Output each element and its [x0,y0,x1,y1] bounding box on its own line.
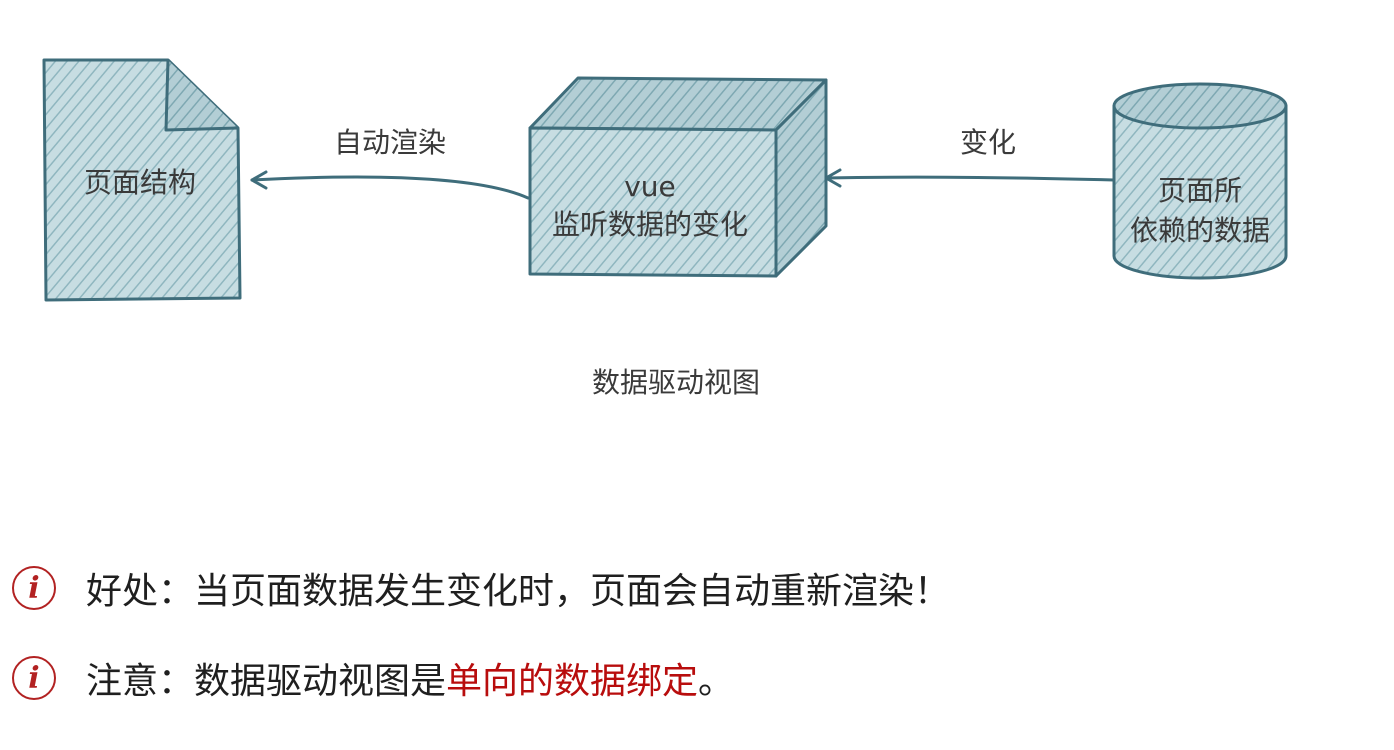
cylinder-body [1112,104,1288,280]
info-icon: i [12,656,56,700]
page-data-label-line2: 依赖的数据 [1130,214,1270,247]
page-data-label-line1: 页面所 [1158,174,1242,207]
auto-render-label: 自动渲染 [334,126,446,159]
cube-top [528,76,828,132]
info-icon: i [12,566,56,610]
vue-node: vue 监听数据的变化 [528,76,828,278]
attention-suffix: 。 [698,661,735,702]
benefit-text: 好处：当页面数据发生变化时，页面会自动重新渲染！ [86,571,951,612]
vue-watch-label: 监听数据的变化 [552,208,748,241]
change-label: 变化 [960,126,1016,159]
cylinder-top [1112,82,1288,130]
change-arrow: 变化 [824,126,1116,188]
document-fold [164,59,239,132]
cube-front [528,126,778,278]
attention-note: i 注意：数据驱动视图是单向的数据绑定。 [12,650,734,706]
data-driven-view-diagram: 页面结构 自动渲染 vue 监听数据的变化 变化 页面所 依赖的数据 数据驱动视… [42,58,1288,399]
vue-label: vue [624,170,676,203]
page-data-node: 页面所 依赖的数据 [1112,82,1288,280]
diagram-caption: 数据驱动视图 [592,366,760,399]
attention-prefix: 注意：数据驱动视图是 [86,661,447,702]
page-structure-node: 页面结构 [42,58,242,302]
one-way-binding-highlight: 单向的数据绑定 [446,661,699,702]
benefit-note: i 好处：当页面数据发生变化时，页面会自动重新渲染！ [12,560,950,616]
page-structure-label: 页面结构 [84,166,196,199]
auto-render-arrow: 自动渲染 [250,126,530,200]
